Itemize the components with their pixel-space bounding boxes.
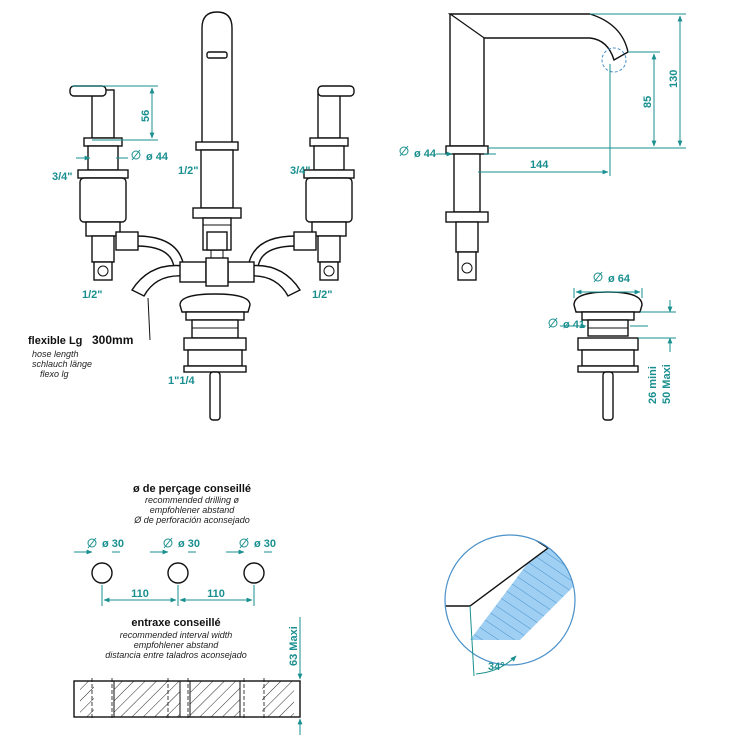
dim-height-outlet: 85 <box>642 96 654 108</box>
left-valve <box>69 85 185 281</box>
dim-handle-dia: ø 44 <box>146 151 169 163</box>
interval-translation-es: distancia entre taladros aconsejado <box>105 650 247 660</box>
dim-handle-height: 56 <box>140 110 152 122</box>
drilling-spacing: 110 110 <box>101 585 255 606</box>
hoses <box>130 257 302 341</box>
side-dimensions: 130 85 144 ø 44 <box>399 13 686 176</box>
waste-thread: 1"1/4 <box>168 375 196 387</box>
detail-angle: 34° <box>488 661 505 673</box>
spacing-2: 110 <box>207 588 225 600</box>
drilling-translation-en: recommended drilling ø <box>145 495 240 505</box>
dim-interval-max: 63 Maxi <box>288 626 300 666</box>
hose-translation-en: hose length <box>32 349 79 359</box>
drilling-translation-de: empfohlener abstand <box>150 505 236 515</box>
thread-center: 1/2" <box>178 165 199 177</box>
hose-label: flexible Lg <box>28 335 82 347</box>
dim-waste-max: 50 Maxi <box>661 364 673 404</box>
spacing-1: 110 <box>131 588 149 600</box>
jet-detail: 34° <box>444 534 576 677</box>
dim-waste-body-dia: ø 41 <box>563 319 585 331</box>
hole-dia-3: ø 30 <box>254 538 276 550</box>
interval-title: entraxe conseillé <box>131 617 220 629</box>
dim-reach: 144 <box>530 159 549 171</box>
hole-dia-1: ø 30 <box>102 538 124 550</box>
interval-translation-en: recommended interval width <box>120 630 233 640</box>
side-view: 130 85 144 ø 44 <box>399 13 686 281</box>
thread-left-top: 3/4" <box>52 171 73 183</box>
hole-dia-2: ø 30 <box>178 538 200 550</box>
waste-dimensions: ø 64 ø 41 26 mini 50 Maxi <box>548 271 676 404</box>
dim-waste-min: 26 mini <box>647 366 659 404</box>
drilling-translation-es: Ø de perforación aconsejado <box>133 515 250 525</box>
interval-translation-de: empfohlener abstand <box>134 640 220 650</box>
right-valve <box>247 85 355 281</box>
drilling-title: ø de perçage conseillé <box>133 483 251 495</box>
drill-hole-1: ø 30 <box>74 537 124 584</box>
countertop-section <box>73 678 301 720</box>
dim-side-dia: ø 44 <box>414 148 437 160</box>
hose-translation-es: flexo lg <box>40 369 69 379</box>
waste-front <box>179 293 251 421</box>
front-dimensions: 56 ø 44 3/4" 1/2" 3/4" 1/2" 1/2" flexibl… <box>28 85 333 387</box>
hose-length: 300mm <box>92 333 133 347</box>
thread-right-top: 3/4" <box>290 165 311 177</box>
drill-hole-3: ø 30 <box>226 537 276 584</box>
center-spout <box>192 11 242 285</box>
interval-section: entraxe conseillé recommended interval w… <box>73 617 303 735</box>
dim-height-total: 130 <box>668 70 680 88</box>
drill-hole-2: ø 30 <box>150 537 200 584</box>
thread-left-bottom: 1/2" <box>82 289 103 301</box>
drilling-section: ø de perçage conseillé recommended drill… <box>74 483 276 606</box>
hose-translation-de: schlauch länge <box>32 359 92 369</box>
waste-view: ø 64 ø 41 26 mini 50 Maxi <box>548 271 676 421</box>
front-view: 56 ø 44 3/4" 1/2" 3/4" 1/2" 1/2" flexibl… <box>28 11 355 421</box>
dim-waste-top-dia: ø 64 <box>608 273 631 285</box>
interval-dimension: 63 Maxi <box>288 617 303 735</box>
thread-right-bottom: 1/2" <box>312 289 333 301</box>
